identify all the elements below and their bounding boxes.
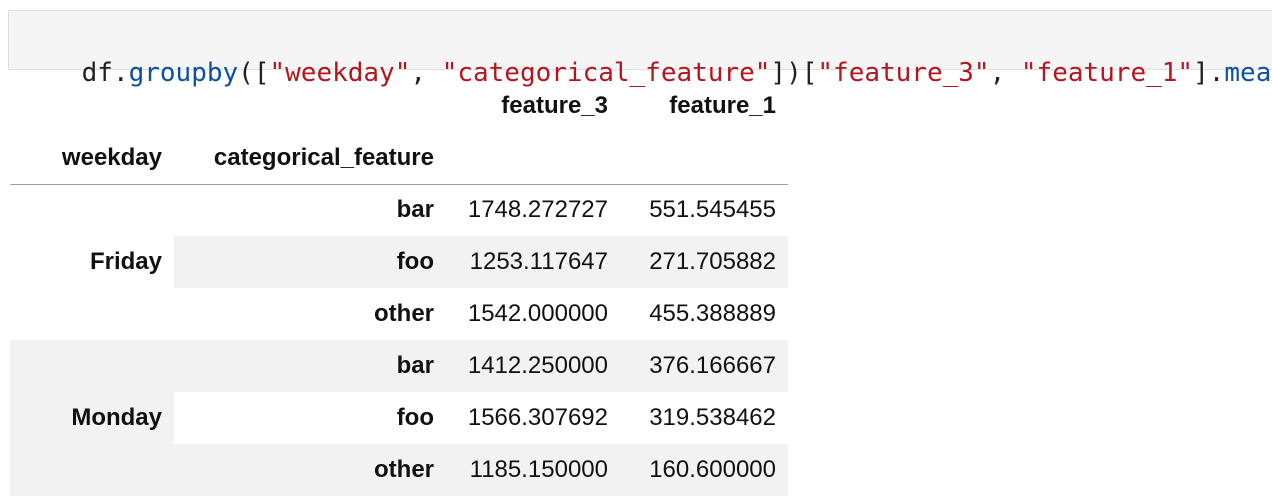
blank-header-cell: [620, 132, 788, 185]
table-row: Friday bar 1748.272727 551.545455: [10, 184, 788, 275]
blank-header-cell: [10, 80, 174, 132]
category-cell: foo: [396, 248, 434, 275]
value-cell: 1185.150000: [469, 456, 608, 483]
code-token: "categorical_feature": [441, 58, 771, 88]
value-cell: 551.545455: [649, 196, 776, 224]
code-token: df: [81, 58, 113, 88]
group-label-monday: Monday: [10, 340, 174, 496]
group-label-friday: Friday: [89, 248, 162, 276]
code-token: ,: [410, 58, 442, 88]
table-row: foo 1566.307692 319.538462: [10, 392, 788, 444]
category-cell: bar: [396, 196, 434, 224]
value-cell: 376.166667: [649, 352, 776, 379]
index-name-row: weekday categorical_feature: [10, 132, 788, 185]
index-name-weekday: weekday: [10, 132, 174, 185]
code-token: ])[: [770, 58, 818, 88]
code-line: df.groupby(["weekday", "categorical_feat…: [19, 25, 1272, 121]
column-header-feature-3: feature_3: [501, 92, 608, 119]
code-token: groupby: [128, 58, 239, 88]
blank-header-cell: [446, 132, 620, 185]
code-token: ,: [989, 58, 1021, 88]
column-header-row: feature_3 feature_1: [10, 80, 788, 132]
value-cell: 1566.307692: [467, 404, 608, 431]
code-token: ].: [1193, 58, 1225, 88]
code-token: ([: [238, 58, 270, 88]
value-cell: 271.705882: [649, 248, 776, 275]
value-cell: 1253.117647: [469, 248, 608, 275]
code-token: mean: [1224, 58, 1272, 88]
code-token: "weekday": [269, 58, 411, 88]
table-row: Monday bar 1412.250000 376.166667: [10, 340, 788, 496]
category-cell: other: [374, 456, 434, 483]
table-row: other 1542.000000 455.388889: [10, 288, 788, 340]
code-token: "feature_1": [1020, 58, 1194, 88]
category-cell: other: [374, 300, 434, 327]
column-header-feature-1: feature_1: [669, 92, 776, 119]
value-cell: 1542.000000: [467, 300, 608, 327]
category-cell: foo: [396, 404, 434, 431]
blank-header-cell: [174, 80, 446, 132]
code-cell[interactable]: df.groupby(["weekday", "categorical_feat…: [8, 10, 1272, 88]
dataframe-output-table: feature_3 feature_1 weekday categorical_…: [10, 80, 788, 496]
value-cell: 319.538462: [649, 404, 776, 431]
category-cell: bar: [396, 352, 434, 379]
value-cell: 160.600000: [649, 456, 776, 483]
value-cell: 1412.250000: [467, 352, 608, 379]
code-token: "feature_3": [817, 58, 990, 88]
value-cell: 455.388889: [649, 300, 776, 327]
code-token: .: [112, 58, 129, 88]
value-cell: 1748.272727: [467, 196, 608, 224]
index-name-categorical-feature: categorical_feature: [174, 132, 446, 185]
